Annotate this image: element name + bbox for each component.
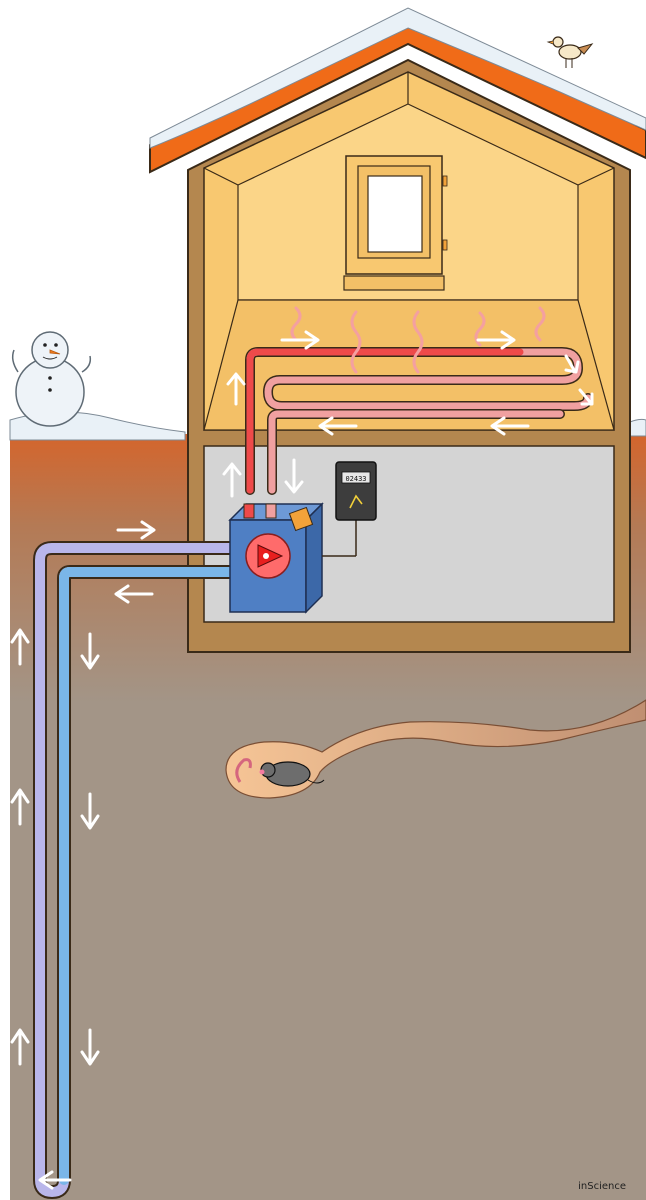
- credit-label: inScience: [578, 1181, 626, 1192]
- ground-loop: [33, 541, 243, 1199]
- flow-arrows: [10, 330, 594, 1190]
- heat-pump: [228, 502, 324, 614]
- roof-snow: [149, 7, 646, 149]
- flow-arrow-icon: [318, 416, 358, 436]
- meter-display: 02433: [345, 475, 366, 483]
- mole-icon: [235, 758, 325, 787]
- flow-arrow-icon: [116, 520, 156, 540]
- flow-arrow-icon: [80, 1028, 100, 1066]
- window: [343, 155, 448, 291]
- flow-arrow-icon: [222, 462, 242, 498]
- flow-arrow-icon: [10, 1028, 30, 1066]
- heat-wave-icon: [290, 306, 546, 374]
- meter-icon: 02433: [322, 461, 377, 557]
- perspective-line: [577, 167, 615, 186]
- perspective-line: [203, 167, 239, 186]
- floor-heating-loop: [245, 347, 593, 495]
- mole-tunnel: [225, 699, 646, 799]
- flow-arrow-icon: [578, 388, 594, 406]
- flow-arrow-icon: [80, 792, 100, 830]
- flow-arrow-icon: [490, 416, 530, 436]
- flow-arrow-icon: [114, 584, 154, 604]
- flow-arrow-icon: [280, 330, 320, 350]
- pump-dial-icon: [245, 533, 291, 579]
- flow-arrow-icon: [564, 354, 580, 374]
- flow-arrow-icon: [284, 458, 304, 494]
- flow-arrow-icon: [226, 372, 246, 406]
- flow-arrow-icon: [10, 628, 30, 666]
- ground-snow-right: [629, 418, 646, 437]
- flow-arrow-icon: [38, 1170, 72, 1190]
- flow-arrow-icon: [476, 330, 516, 350]
- flow-arrow-icon: [10, 788, 30, 826]
- flow-arrow-icon: [80, 632, 100, 670]
- snowman-icon: [11, 331, 92, 427]
- bird-icon: [546, 36, 594, 68]
